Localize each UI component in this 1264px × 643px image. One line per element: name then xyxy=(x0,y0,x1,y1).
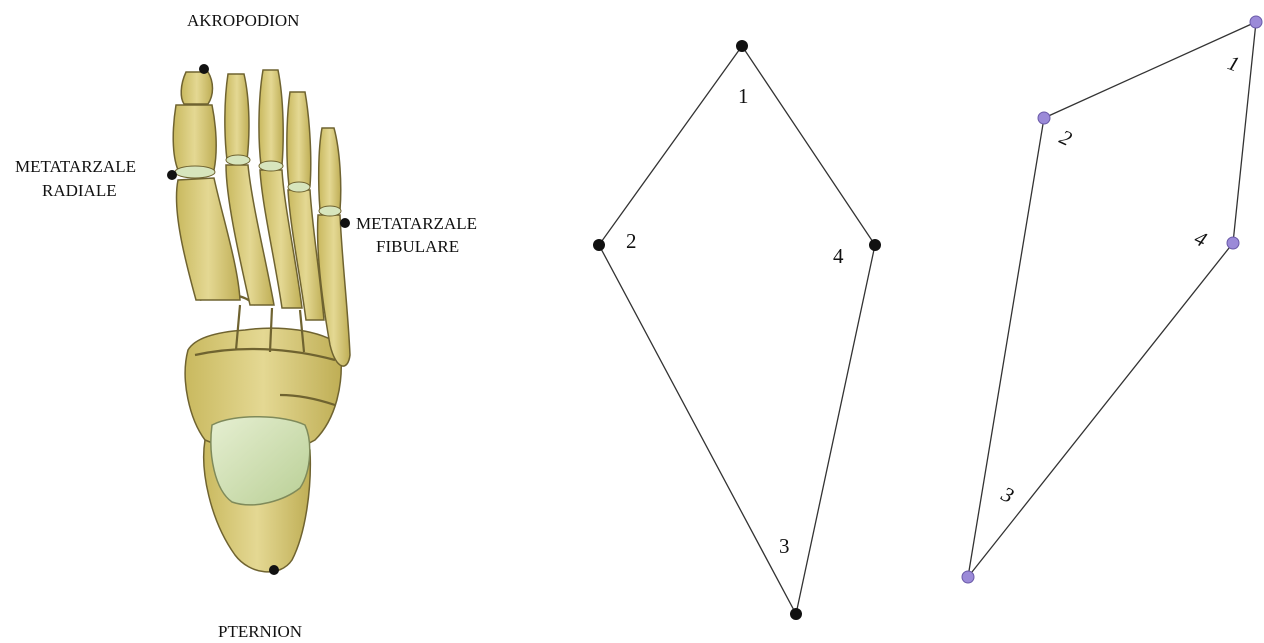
polygon-b-label-1: 1 xyxy=(1224,50,1242,76)
polygon-a-point-3 xyxy=(790,608,802,620)
metatarzale-fibulare-label-line2: FIBULARE xyxy=(376,237,459,256)
metatarzale-fibulare-point xyxy=(340,218,350,228)
metatarzale-radiale-label-line2: RADIALE xyxy=(42,181,117,200)
phalanges-2 xyxy=(225,74,249,160)
proximal-phalanx-1 xyxy=(173,105,216,170)
polygon-a: 1 2 3 4 xyxy=(593,40,881,620)
polygon-a-label-4: 4 xyxy=(833,244,844,268)
metatarzale-fibulare-label-line1: METATARZALE xyxy=(356,214,477,233)
polygon-a-outline xyxy=(599,46,875,614)
akropodion-label: AKROPODION xyxy=(187,11,299,30)
polygon-a-label-3: 3 xyxy=(779,534,790,558)
polygon-a-point-2 xyxy=(593,239,605,251)
distal-phalanx-1 xyxy=(181,72,212,104)
polygon-b-label-2: 2 xyxy=(1056,125,1076,151)
foot-skeleton-illustration xyxy=(173,70,350,572)
phalanges-4 xyxy=(287,92,311,186)
polygon-b-point-4 xyxy=(1227,237,1239,249)
polygon-b-point-3 xyxy=(962,571,974,583)
polygon-a-label-2: 2 xyxy=(626,229,637,253)
polygon-a-point-1 xyxy=(736,40,748,52)
polygon-b-label-3: 3 xyxy=(997,481,1018,508)
phalanges-3 xyxy=(259,70,283,165)
polygon-b-label-4: 4 xyxy=(1191,226,1211,252)
polygon-a-point-4 xyxy=(869,239,881,251)
phalanges-5 xyxy=(319,128,341,210)
metatarzale-radiale-label-line1: METATARZALE xyxy=(15,157,136,176)
polygon-b-point-2 xyxy=(1038,112,1050,124)
pternion-point xyxy=(269,565,279,575)
metatarzale-radiale-point xyxy=(167,170,177,180)
polygon-b: 1 2 3 4 xyxy=(962,16,1262,583)
polygon-b-point-1 xyxy=(1250,16,1262,28)
akropodion-point xyxy=(199,64,209,74)
talus-articular-surface xyxy=(211,417,310,505)
polygon-a-label-1: 1 xyxy=(738,84,749,108)
pternion-label: PTERNION xyxy=(218,622,302,641)
